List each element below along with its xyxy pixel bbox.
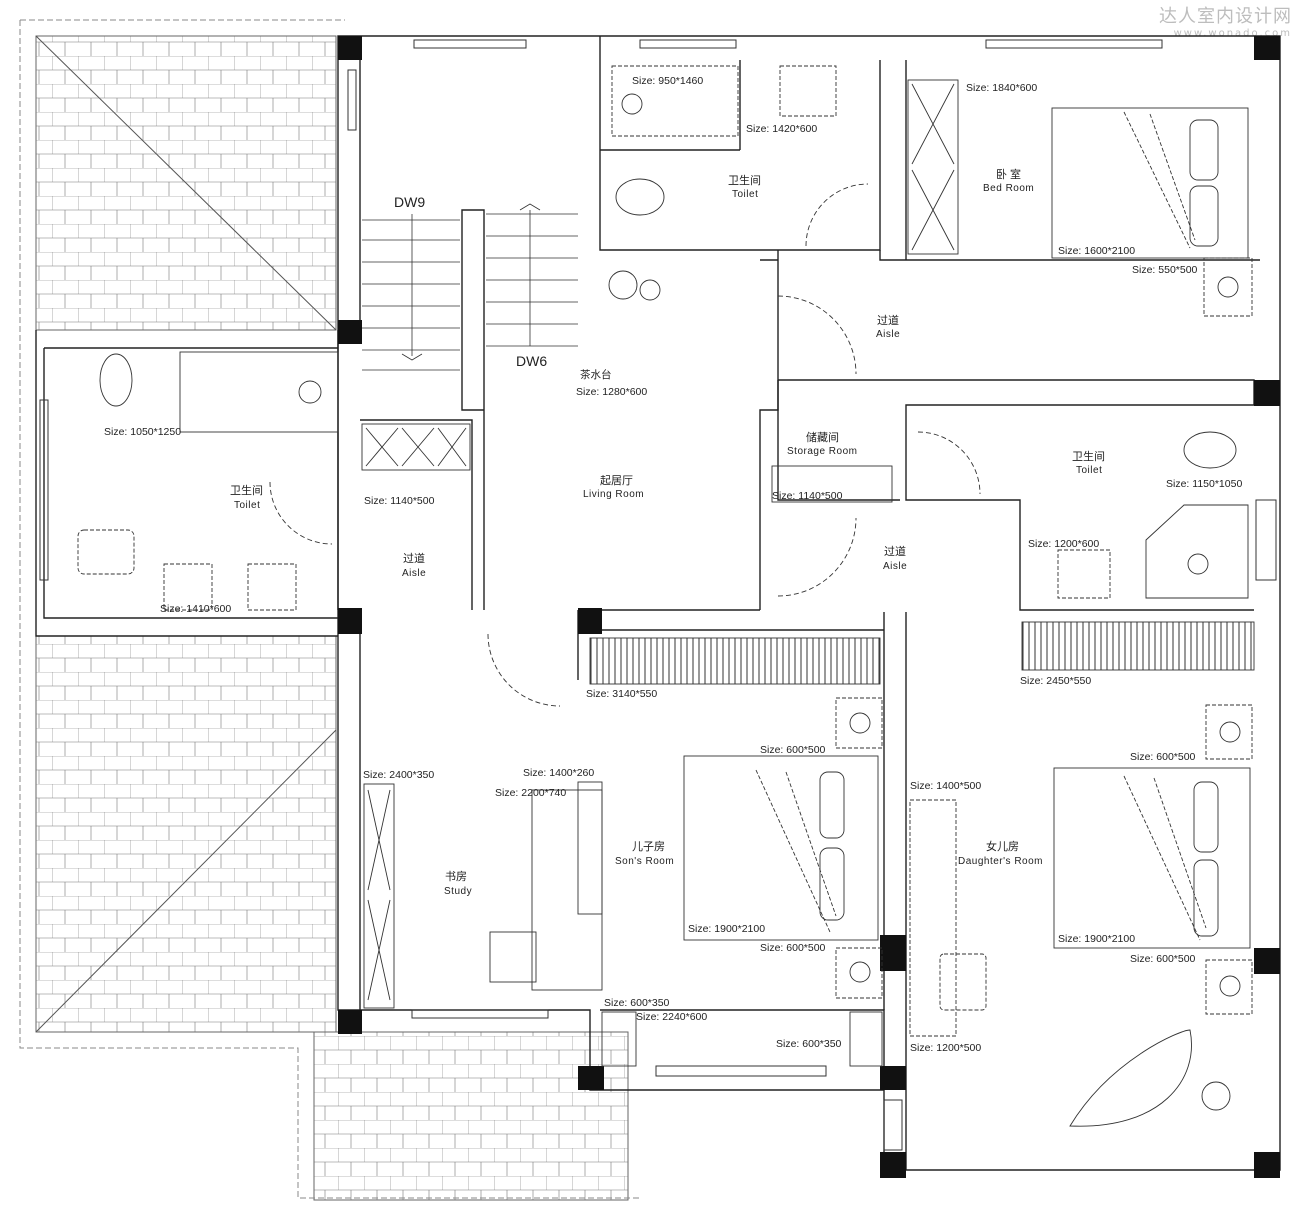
toilet-right-cn: 卫生间 bbox=[1072, 449, 1105, 463]
daughter-room-cn: 女儿房 bbox=[986, 839, 1019, 853]
storage-cn: 储藏间 bbox=[806, 430, 839, 444]
bed-room-cn: 卧 室 bbox=[996, 167, 1021, 181]
watermark: 达人室内设计网 www.wonado.com bbox=[1159, 2, 1292, 39]
size-label: Size: 600*500 bbox=[1130, 953, 1196, 965]
size-label: Size: 1280*600 bbox=[576, 386, 647, 398]
aisle-top-en: Aisle bbox=[876, 329, 900, 340]
windows bbox=[39, 39, 1277, 1151]
size-label: Size: 950*1460 bbox=[632, 75, 703, 87]
storage-en: Storage Room bbox=[787, 446, 857, 457]
size-label: Size: 1900*2100 bbox=[1058, 933, 1135, 945]
aisle-top-cn: 过道 bbox=[877, 313, 899, 327]
living-en: Living Room bbox=[583, 489, 644, 500]
size-label: Size: 1420*600 bbox=[746, 123, 817, 135]
size-label: Size: 600*500 bbox=[760, 942, 826, 954]
watermark-url: www.wonado.com bbox=[1173, 28, 1292, 39]
toilet-left-cn: 卫生间 bbox=[230, 483, 263, 497]
size-label: Size: 1840*600 bbox=[966, 82, 1037, 94]
bed-room-en: Bed Room bbox=[983, 183, 1034, 194]
size-label: Size: 1900*2100 bbox=[688, 923, 765, 935]
size-label: Size: 600*500 bbox=[760, 744, 826, 756]
size-label: Size: 1410*600 bbox=[160, 603, 231, 615]
size-label: Size: 1140*500 bbox=[364, 495, 435, 507]
size-label: Size: 3140*550 bbox=[586, 688, 657, 700]
size-label: Size: 1400*260 bbox=[523, 767, 594, 779]
size-label: Size: 2400*350 bbox=[363, 769, 434, 781]
toilet-left-en: Toilet bbox=[234, 500, 260, 511]
doors bbox=[269, 183, 981, 707]
size-label: Size: 600*500 bbox=[1130, 751, 1196, 763]
roof-area bbox=[19, 19, 640, 1201]
size-label: Size: 1050*1250 bbox=[104, 426, 181, 438]
size-label: Size: 1200*500 bbox=[910, 1042, 981, 1054]
tea-table-label: 茶水台 bbox=[580, 368, 612, 381]
living-cn: 起居厅 bbox=[600, 474, 633, 487]
toilet-top-cn: 卫生间 bbox=[728, 173, 761, 187]
watermark-title: 达人室内设计网 bbox=[1159, 6, 1292, 27]
size-label: Size: 2240*600 bbox=[636, 1011, 707, 1023]
structural-columns bbox=[338, 36, 1280, 1178]
aisle-left-cn: 过道 bbox=[403, 551, 425, 565]
son-room-en: Son's Room bbox=[615, 856, 674, 867]
staircase bbox=[362, 203, 578, 371]
size-label: Size: 600*350 bbox=[604, 997, 670, 1009]
size-label: Size: 2200*740 bbox=[495, 787, 566, 799]
aisle-mid-cn: 过道 bbox=[884, 544, 906, 558]
labels: DW9 DW6 茶水台 卫生间 Toilet 卧 室 Bed Room 过道 A… bbox=[104, 75, 1242, 1054]
dw9-label: DW9 bbox=[394, 194, 425, 210]
aisle-left-en: Aisle bbox=[402, 568, 426, 579]
size-label: Size: 1150*1050 bbox=[1166, 478, 1242, 490]
toilet-top-en: Toilet bbox=[732, 189, 758, 200]
size-label: Size: 600*350 bbox=[776, 1038, 842, 1050]
dw6-label: DW6 bbox=[516, 353, 547, 369]
size-label: Size: 1600*2100 bbox=[1058, 245, 1135, 257]
size-label: Size: 1200*600 bbox=[1028, 538, 1099, 550]
size-label: Size: 550*500 bbox=[1132, 264, 1198, 276]
toilet-right-en: Toilet bbox=[1076, 465, 1102, 476]
size-label: Size: 2450*550 bbox=[1020, 675, 1091, 687]
furniture bbox=[77, 65, 1255, 1127]
size-label: Size: 1400*500 bbox=[910, 780, 981, 792]
daughter-room-en: Daughter's Room bbox=[958, 856, 1043, 867]
study-cn: 书房 bbox=[445, 870, 467, 883]
aisle-mid-en: Aisle bbox=[883, 561, 907, 572]
son-room-cn: 儿子房 bbox=[632, 840, 665, 853]
study-en: Study bbox=[444, 886, 472, 897]
size-label: Size: 1140*500 bbox=[772, 490, 843, 502]
